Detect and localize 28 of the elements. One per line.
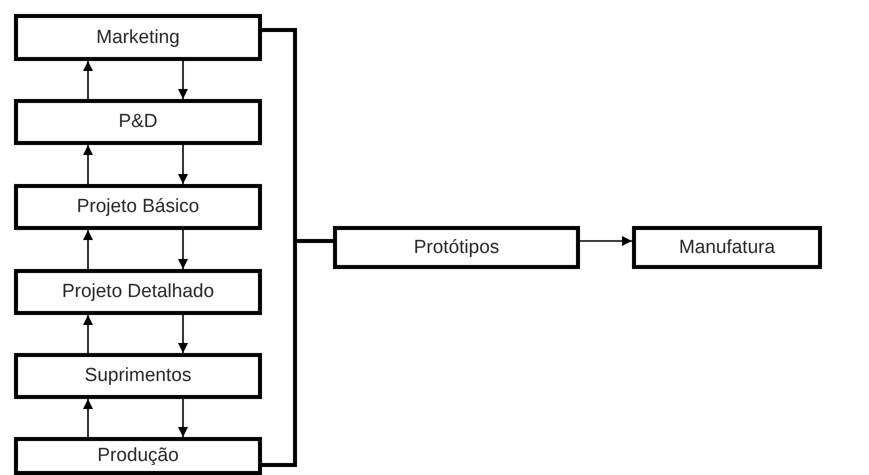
box-label: Projeto Básico — [76, 196, 200, 218]
box-label: Suprimentos — [84, 365, 192, 387]
process-box — [14, 99, 262, 145]
process-box — [14, 14, 262, 61]
arrow — [178, 399, 188, 437]
arrow — [83, 145, 93, 184]
arrow — [83, 61, 93, 99]
box-label: Marketing — [96, 26, 180, 48]
process-box — [14, 353, 262, 399]
box-label: P&D — [118, 111, 158, 133]
arrow — [178, 61, 188, 99]
arrow — [178, 315, 188, 353]
arrow — [83, 230, 93, 269]
arrow — [580, 236, 632, 246]
process-box — [14, 184, 262, 230]
box-label: Manufatura — [678, 236, 776, 258]
box-label: Produção — [97, 445, 179, 467]
box-label: Protótipos — [414, 236, 500, 258]
arrow — [83, 315, 93, 353]
arrow — [178, 145, 188, 184]
process-box — [14, 437, 262, 475]
process-box — [333, 226, 580, 269]
process-box — [14, 269, 262, 315]
process-box — [632, 226, 822, 269]
arrow — [178, 230, 188, 269]
box-label: Projeto Detalhado — [62, 281, 214, 303]
connector-line — [262, 239, 333, 467]
arrow — [83, 399, 93, 437]
